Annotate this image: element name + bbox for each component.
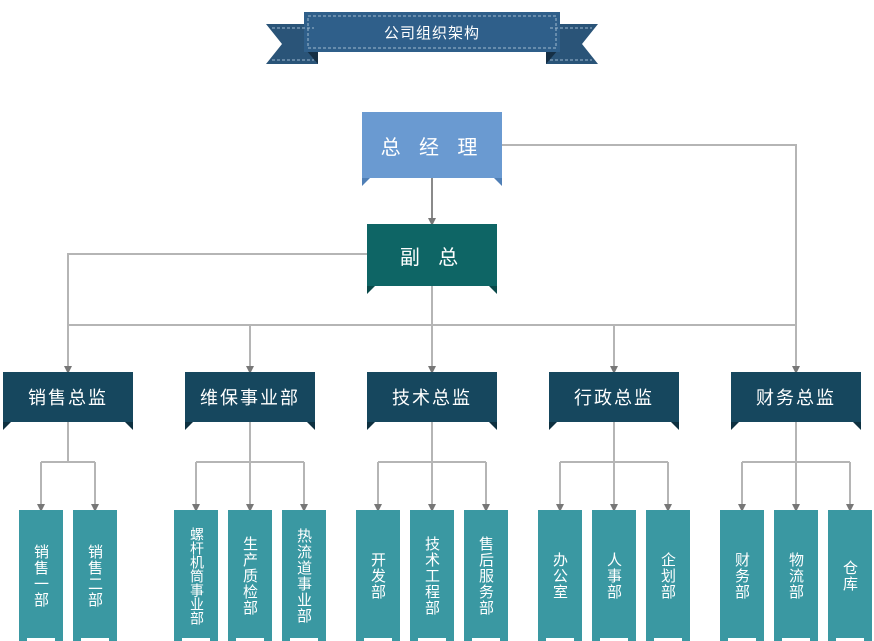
unit-label: 生产质检部	[241, 535, 259, 616]
unit-label: 销售一部	[32, 543, 50, 608]
unit-finance: 财务部	[720, 510, 764, 641]
unit-after-sales: 售后服务部	[464, 510, 508, 641]
unit-label: 仓库	[841, 559, 859, 592]
unit-label: 螺杆机筒事业部	[188, 526, 204, 625]
unit-planning: 企划部	[646, 510, 690, 641]
unit-hr: 人事部	[592, 510, 636, 641]
dept-admin-director: 行政总监	[549, 372, 679, 430]
dept-technical-director: 技术总监	[367, 372, 497, 430]
general-manager-box: 总 经 理	[362, 112, 502, 186]
vice-president-box: 副 总	[367, 224, 497, 294]
unit-label: 财务部	[733, 551, 751, 600]
unit-tech-engineering: 技术工程部	[410, 510, 454, 641]
unit-development: 开发部	[356, 510, 400, 641]
title-banner: 公司组织架构	[262, 8, 602, 68]
unit-label: 销售二部	[86, 543, 104, 608]
unit-sales-2: 销售二部	[73, 510, 117, 641]
unit-label: 技术工程部	[423, 535, 441, 616]
unit-production-qc: 生产质检部	[228, 510, 272, 641]
unit-label: 企划部	[659, 551, 677, 600]
dept-maintenance-division: 维保事业部	[185, 372, 315, 430]
dept-finance-director: 财务总监	[731, 372, 861, 430]
ribbon-graphic	[266, 12, 598, 64]
unit-office: 办公室	[538, 510, 582, 641]
unit-label: 售后服务部	[477, 535, 495, 616]
dept-sales-director: 销售总监	[3, 372, 133, 430]
unit-label: 办公室	[551, 551, 569, 600]
unit-sales-1: 销售一部	[19, 510, 63, 641]
unit-screw-barrel: 螺杆机筒事业部	[174, 510, 218, 641]
unit-label: 人事部	[605, 551, 623, 600]
unit-label: 物流部	[787, 551, 805, 600]
unit-warehouse: 仓库	[828, 510, 872, 641]
unit-label: 开发部	[369, 551, 387, 600]
unit-logistics: 物流部	[774, 510, 818, 641]
unit-hot-runner: 热流道事业部	[282, 510, 326, 641]
chart-title: 公司组织架构	[383, 23, 480, 42]
unit-label: 热流道事业部	[295, 527, 313, 624]
